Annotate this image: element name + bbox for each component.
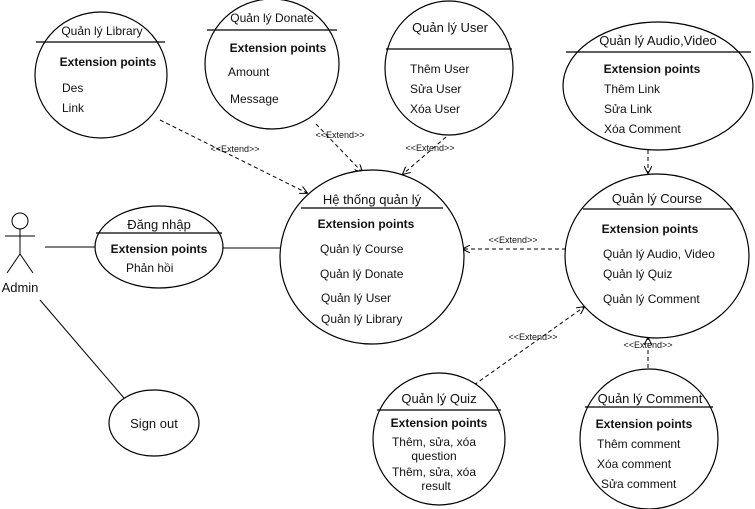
actor-left-leg <box>6 253 21 274</box>
extend-label: <<Extend>> <box>405 143 454 153</box>
extension-point: Sửa User <box>410 82 461 96</box>
actor-head <box>11 212 29 230</box>
extension-point: Xóa Comment <box>604 122 681 136</box>
extend-line <box>473 307 584 386</box>
usecase-oval <box>372 372 506 506</box>
extension-point: Thêm, sửa, xóa <box>392 435 476 449</box>
actor-label: Admin <box>2 280 39 295</box>
usecase-user[interactable]: Quản lý User Thêm User Sửa User Xóa User <box>384 0 514 136</box>
extend-donate-system: <<Extend>> <box>315 123 365 172</box>
usecase-title: Quản lý Donate <box>230 11 314 25</box>
usecase-oval <box>564 173 750 339</box>
usecase-oval <box>94 205 224 289</box>
association-admin-signout <box>39 299 125 399</box>
extend-label: <<Extend>> <box>623 340 672 350</box>
extension-points-heading: Extension points <box>318 217 415 231</box>
extend-label: <<Extend>> <box>210 144 259 154</box>
extension-points-heading: Extension points <box>60 55 157 69</box>
usecase-library[interactable]: Quản lý Library Extension points Des Lin… <box>34 11 168 139</box>
extension-point: Thêm Link <box>604 82 661 96</box>
usecase-title: Quản lý Comment <box>598 391 703 406</box>
extension-point: Sửa Link <box>604 102 653 116</box>
extend-comment-course: <<Extend>> <box>623 338 673 368</box>
actor-right-leg <box>19 253 34 274</box>
extension-point: Sửa comment <box>601 477 677 491</box>
usecase-oval <box>562 21 754 151</box>
extension-point: question <box>411 449 456 463</box>
usecase-oval <box>384 0 514 136</box>
usecase-login[interactable]: Đăng nhập Extension points Phản hồi <box>94 205 224 289</box>
usecase-management-system[interactable]: Hệ thống quản lý Extension points Quản l… <box>279 169 465 345</box>
extension-point: Quản lý User <box>321 291 391 305</box>
extension-point: Thêm, sửa, xóa <box>392 465 476 479</box>
extension-point: Quản lý Course <box>320 242 404 256</box>
extension-point: Xóa User <box>410 102 460 116</box>
usecase-oval <box>108 389 200 457</box>
usecase-quiz[interactable]: Quản lý Quiz Extension points Thêm, sửa,… <box>372 372 506 506</box>
usecase-title: Quản lý Audio,Video <box>599 33 717 48</box>
extension-point: Link <box>62 101 85 115</box>
usecase-audio-video[interactable]: Quản lý Audio,Video Extension points Thê… <box>562 21 754 151</box>
extend-line <box>403 136 447 174</box>
extension-points-heading: Extension points <box>111 242 208 256</box>
usecase-title: Quản lý Course <box>612 191 702 206</box>
extension-point: Quản lý Audio, Video <box>603 247 715 261</box>
extend-course-system: <<Extend>> <box>463 235 566 249</box>
usecase-comment[interactable]: Quản lý Comment Extension points Thêm co… <box>579 368 719 509</box>
extension-point: Thêm comment <box>597 437 681 451</box>
usecase-oval <box>279 169 465 345</box>
extension-points-heading: Extension points <box>602 222 699 236</box>
usecase-donate[interactable]: Quản lý Donate Extension points Amount M… <box>204 0 340 130</box>
extension-point: Quản lý Library <box>321 312 402 326</box>
extension-point: Quản lý Donate <box>320 267 404 281</box>
extension-points-heading: Extension points <box>604 62 701 76</box>
extension-points-heading: Extension points <box>391 416 488 430</box>
extension-points-heading: Extension points <box>230 41 327 55</box>
usecase-oval <box>204 0 340 130</box>
usecase-title: Quản lý User <box>412 20 489 35</box>
extension-point: Amount <box>228 65 270 79</box>
usecase-course[interactable]: Quản lý Course Extension points Quản lý … <box>564 173 750 339</box>
extension-point: Quản lý Comment <box>603 292 700 306</box>
extend-label: <<Extend>> <box>315 130 364 140</box>
extension-point: Xóa comment <box>597 457 672 471</box>
extend-quiz-course: <<Extend>> <box>473 307 584 386</box>
usecase-oval <box>34 11 168 139</box>
usecase-title: Đăng nhập <box>127 217 191 232</box>
extend-label: <<Extend>> <box>488 235 537 245</box>
extend-line <box>159 119 307 193</box>
usecase-title: Hệ thống quản lý <box>323 192 422 207</box>
extension-point: Quản lý Quiz <box>603 267 672 281</box>
usecase-title: Sign out <box>130 416 178 431</box>
extension-point: Thêm User <box>410 62 469 76</box>
extend-label: <<Extend>> <box>508 332 557 342</box>
extend-library-system: <<Extend>> <box>159 119 307 193</box>
usecase-title: Quản lý Library <box>61 24 142 38</box>
extension-point: Phản hồi <box>126 261 173 275</box>
usecase-signout[interactable]: Sign out <box>108 389 200 457</box>
extension-point: Message <box>230 92 279 106</box>
usecase-oval <box>579 368 719 509</box>
extension-point: result <box>421 479 451 493</box>
extension-points-heading: Extension points <box>596 417 693 431</box>
usecase-title: Quản lý Quiz <box>401 391 476 406</box>
extend-user-system: <<Extend>> <box>403 136 455 174</box>
admin-actor[interactable]: Admin <box>2 212 39 295</box>
extension-point: Des <box>62 81 83 95</box>
